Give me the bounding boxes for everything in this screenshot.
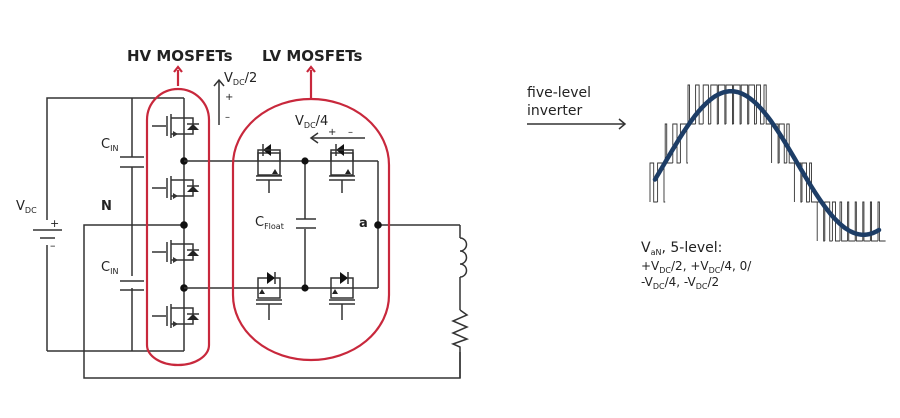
van-title: VaN, 5-level: <box>641 240 722 257</box>
lv-wiring <box>184 160 461 289</box>
vdc-half-plus: + <box>225 92 233 103</box>
node-float-bottom <box>301 284 309 292</box>
dc-source: + – <box>33 217 62 252</box>
hv-arrow-icon <box>173 65 183 73</box>
cin-bottom-label: CIN <box>101 260 118 276</box>
vdc-quarter-arrow: + – <box>309 127 365 144</box>
inverter-arrow-icon <box>527 118 627 130</box>
node-a-label: a <box>359 216 368 231</box>
lv-mosfets-label: LV MOSFETs <box>262 47 363 65</box>
node-float-top <box>301 157 309 165</box>
load-inductor <box>459 237 468 310</box>
lv-mosfets-outline <box>231 97 391 362</box>
cfloat-label: CFloat <box>255 215 284 231</box>
sine-reference-curve <box>652 88 882 238</box>
cin-top-capacitor <box>120 156 144 168</box>
node-mid <box>180 221 188 229</box>
lv-arrow-icon <box>306 65 316 73</box>
vdc-quarter-minus: – <box>348 127 353 138</box>
hv-mosfets-label: HV MOSFETs <box>127 47 233 65</box>
load-resistor <box>450 309 470 378</box>
vdc-half-arrow: + – <box>213 78 233 125</box>
pwm-waveform <box>649 84 886 242</box>
inverter-label-line1: five-level <box>527 85 591 101</box>
source-plus-sign: + <box>50 217 59 230</box>
cin-bottom-capacitor <box>120 280 144 291</box>
vdc-source-label: VDC <box>16 199 37 215</box>
levels-line1: +VDC/2, +VDC/4, 0/ <box>641 259 752 275</box>
hv-mosfets-outline <box>145 87 211 367</box>
neutral-label: N <box>101 199 112 214</box>
vdc-quarter-label: VDC/4 <box>295 114 328 130</box>
vdc-half-minus: – <box>225 112 230 123</box>
levels-line2: -VDC/4, -VDC/2 <box>641 275 719 291</box>
node-a <box>374 221 382 229</box>
vdc-quarter-plus: + <box>328 127 336 138</box>
source-minus-sign: – <box>50 239 56 252</box>
lv-mosfet-switch <box>256 272 282 320</box>
cin-top-label: CIN <box>101 137 118 153</box>
inverter-label-line2: inverter <box>527 103 583 119</box>
lv-mosfet-switch <box>256 144 282 193</box>
pwm-pulse-train <box>649 84 886 242</box>
vdc-half-label: VDC/2 <box>224 71 257 87</box>
